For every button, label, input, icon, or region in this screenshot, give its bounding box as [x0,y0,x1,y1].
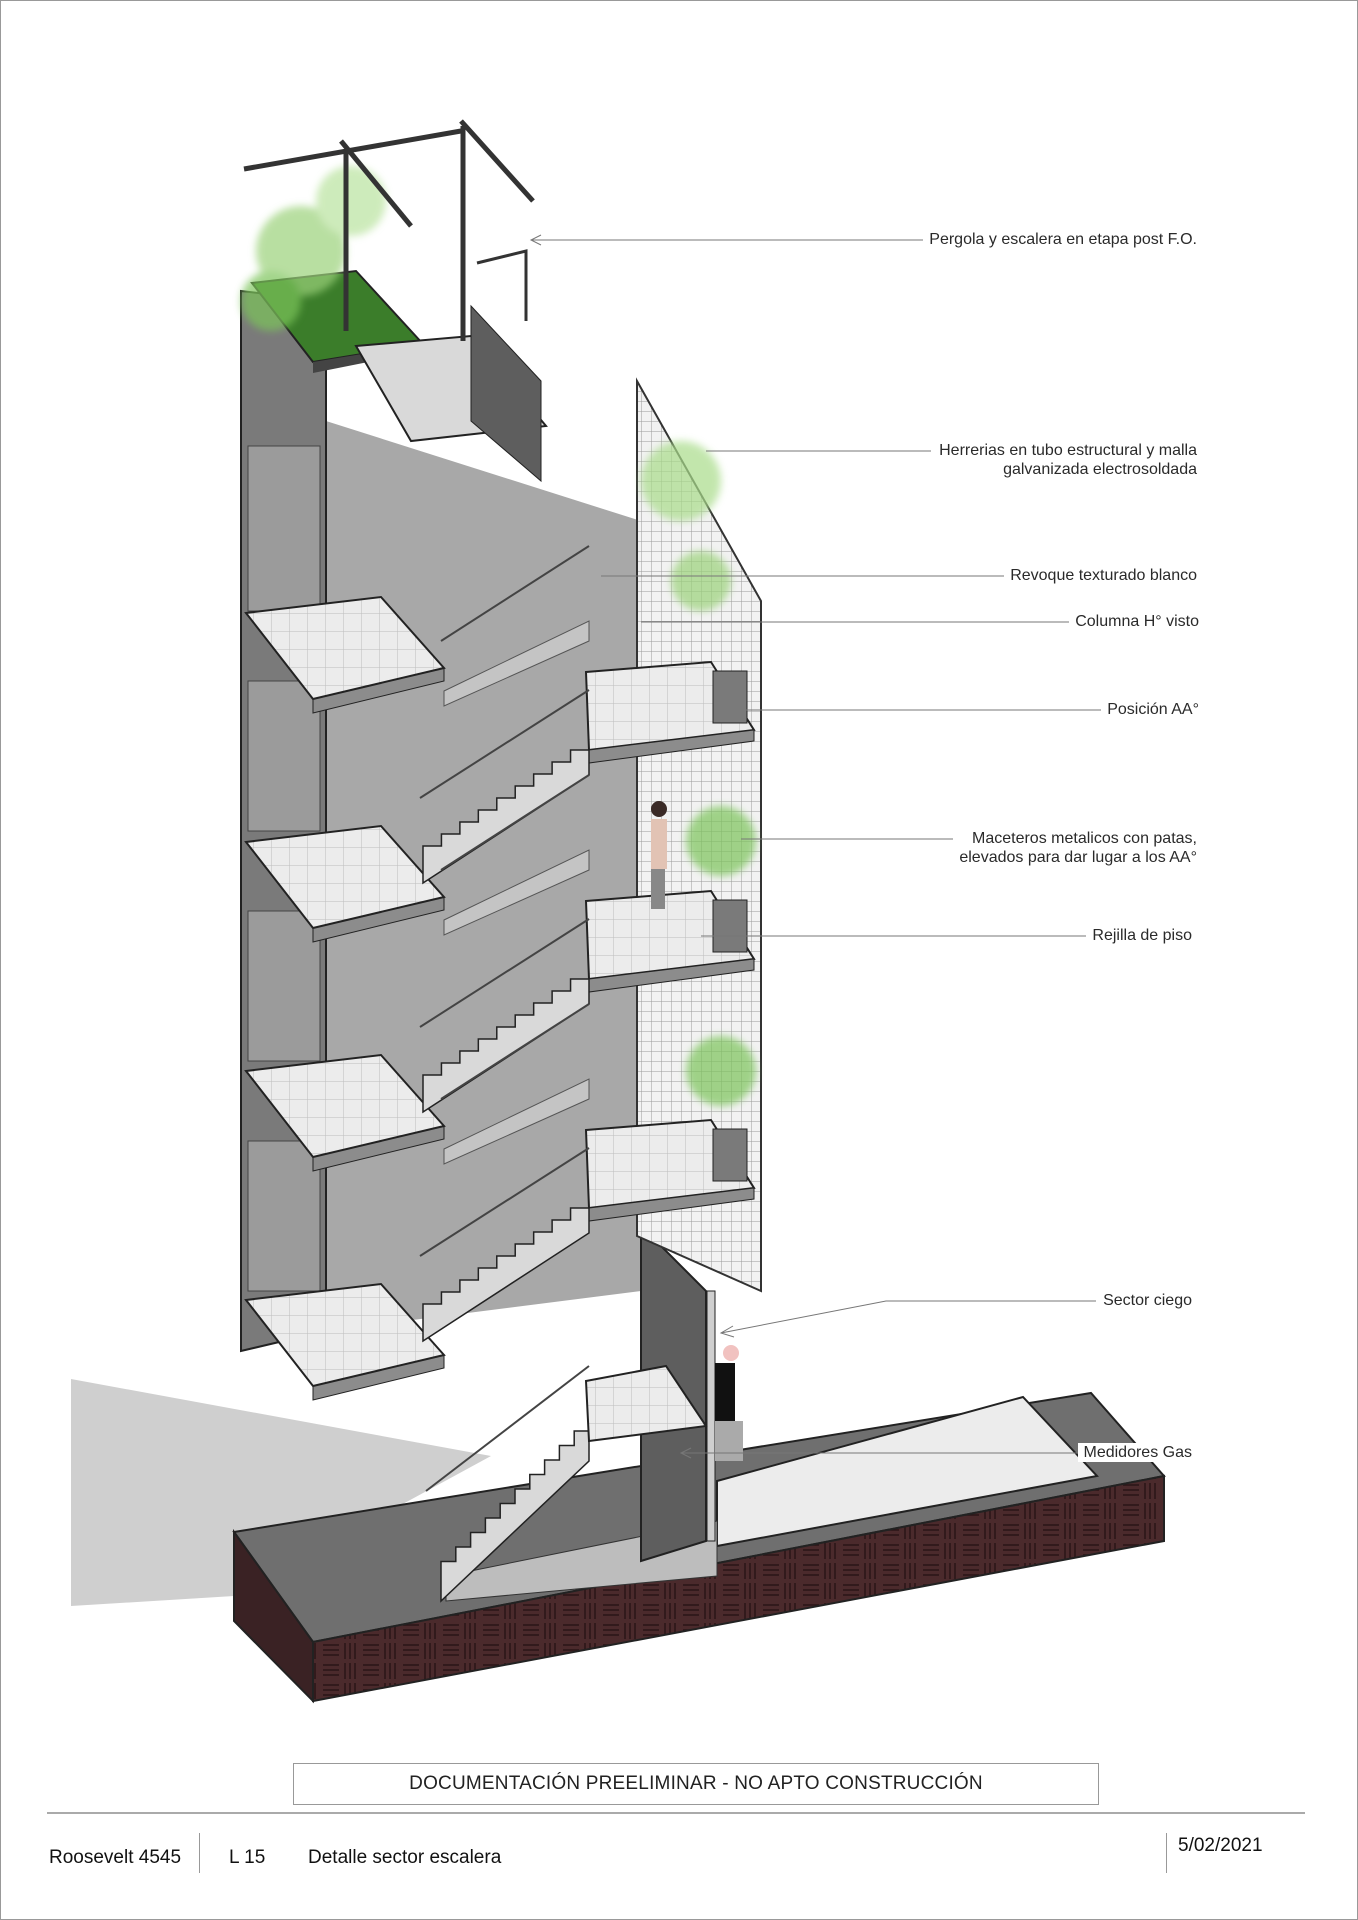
person-figure [651,801,667,909]
annotation-maceteros-line1: Maceteros metalicos con patas, [972,830,1197,847]
annotation-herrerias-line2: galvanizada electrosoldada [1003,461,1197,478]
handrail [440,774,590,871]
stair-floors [244,545,756,1603]
stair-flight [422,1207,590,1343]
door [247,910,321,1062]
ac-unit [712,1128,748,1182]
footer-divider [1166,1833,1167,1873]
project-name: Roosevelt 4545 [49,1847,182,1868]
left-landing [244,1053,446,1159]
preliminary-warning-box: DOCUMENTACIÓN PREELIMINAR - NO APTO CONS… [293,1763,1099,1805]
annotation-herrerias: Herrerias en tubo estructural y malla ga… [933,441,1197,479]
pergola [243,119,535,341]
stair-flight-underside [443,849,590,936]
sheet-date: 5/02/2021 [1178,1835,1263,1856]
footer-divider [199,1833,200,1873]
door [247,445,321,612]
stair-flight-underside [443,1078,590,1165]
door [247,1140,321,1292]
annotation-revoque: Revoque texturado blanco [1004,566,1197,585]
ground-landing [584,1364,708,1443]
handrail [419,1147,590,1257]
column [706,1290,716,1542]
annotation-sector-ciego: Sector ciego [1097,1291,1192,1310]
person-figure [715,1345,743,1461]
left-landing [244,595,446,701]
handrail [419,918,590,1028]
footer-rule [47,1812,1305,1814]
handrail [440,545,590,642]
stair-flight [422,978,590,1114]
ac-unit [712,899,748,953]
annotation-medidores: Medidores Gas [1077,1443,1192,1462]
door [247,680,321,832]
handrail [440,1003,590,1100]
left-landing [244,1282,446,1388]
stair-flight-underside [443,620,590,707]
left-landing [244,824,446,930]
ground-shadow [71,1379,491,1606]
preliminary-warning: DOCUMENTACIÓN PREELIMINAR - NO APTO CONS… [409,1773,983,1794]
annotation-posicion: Posición AA° [1101,700,1199,719]
roof-garden [241,119,756,1106]
leader-lines [529,234,1101,1459]
annotation-herrerias-line1: Herrerias en tubo estructural y malla [939,442,1197,459]
stair-flight [440,1430,590,1603]
handrail [419,689,590,799]
annotation-columna: Columna H° visto [1069,612,1199,631]
sheet-number: L 15 [229,1847,266,1868]
annotation-rejilla: Rejilla de piso [1086,926,1192,945]
annotation-maceteros-line2: elevados para dar lugar a los AA° [959,849,1197,866]
annotation-pergola: Pergola y escalera en etapa post F.O. [923,230,1197,249]
stair-flight [422,749,590,885]
handrail [425,1365,590,1492]
sheet-title: Detalle sector escalera [308,1847,502,1868]
ac-unit [712,670,748,724]
annotation-maceteros: Maceteros metalicos con patas, elevados … [953,829,1197,867]
